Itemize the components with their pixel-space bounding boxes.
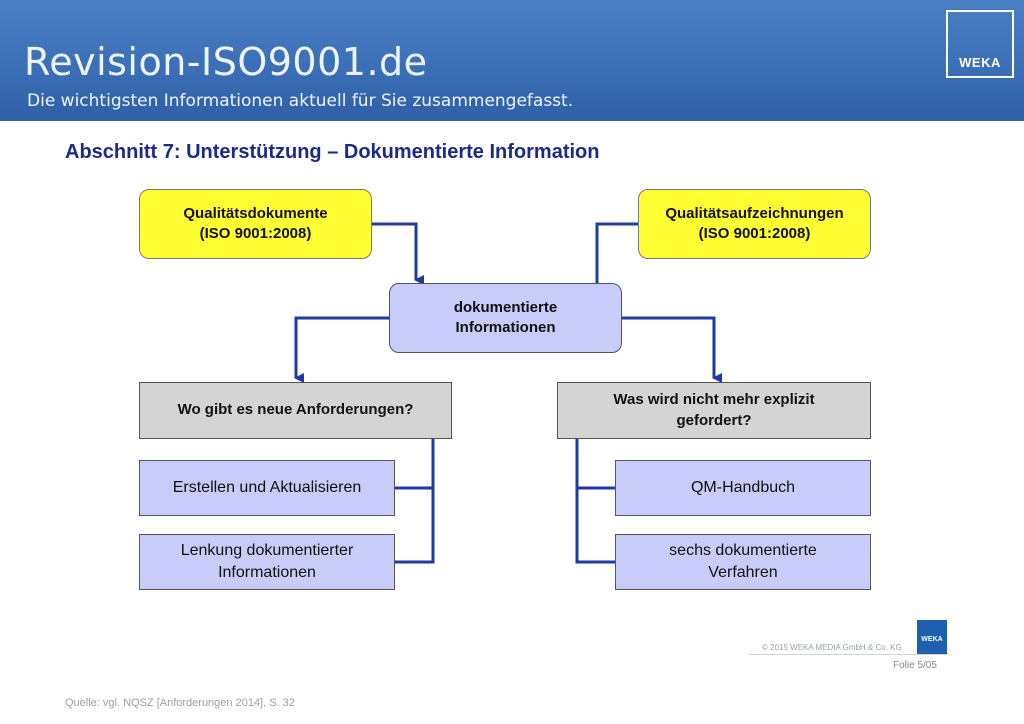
right-item-line2: Verfahren [708, 564, 778, 581]
slide-label: Folie [893, 660, 915, 671]
section-title: Abschnitt 7: Unterstützung – Dokumentier… [65, 141, 600, 163]
no-longer-required-line1: Was wird nicht mehr explizit [613, 391, 815, 409]
no-longer-required-header: Was wird nicht mehr explizit gefordert? [557, 382, 871, 439]
copyright-text: © 2015 WEKA MEDIA GmbH & Co. KG [762, 643, 902, 652]
new-requirements-label: Wo gibt es neue Anforderungen? [177, 401, 414, 419]
connector-center-to-right [622, 316, 722, 383]
footer-logo-text: WEKA [921, 636, 943, 643]
weka-logo-text: WEKA [959, 55, 1001, 70]
quality-documents-box: Qualitätsdokumente (ISO 9001:2008) [139, 189, 372, 259]
documented-information-line2: Informationen [455, 319, 556, 336]
right-item-line1: QM-Handbuch [690, 479, 796, 497]
bracket-left [395, 439, 435, 564]
new-requirements-header: Wo gibt es neue Anforderungen? [139, 382, 452, 439]
quality-records-line2: (ISO 9001:2008) [698, 225, 811, 242]
left-item-create-update: Erstellen und Aktualisieren [139, 460, 395, 516]
slide-number: Folie 5/05 [893, 660, 937, 671]
quality-documents-line2: (ISO 9001:2008) [199, 225, 312, 242]
documented-information-line1: dokumentierte [453, 298, 558, 316]
left-item-line2: Informationen [218, 564, 316, 581]
footer-weka-logo: WEKA [917, 620, 947, 654]
quality-records-line1: Qualitätsaufzeichnungen [665, 204, 844, 222]
weka-logo: WEKA [946, 10, 1014, 78]
right-item-line1: sechs dokumentierte [669, 542, 817, 560]
quality-documents-line1: Qualitätsdokumente [183, 204, 328, 222]
bracket-right [575, 439, 615, 564]
source-citation: Quelle: vgl. NQSZ [Anforderungen 2014], … [65, 697, 295, 709]
connector-center-to-left [294, 316, 389, 383]
right-item-qm-handbook: QM-Handbuch [615, 460, 871, 516]
quality-records-box: Qualitätsaufzeichnungen (ISO 9001:2008) [638, 189, 871, 259]
no-longer-required-line2: gefordert? [676, 411, 752, 429]
footer-divider [749, 654, 949, 655]
header-banner: Revision-ISO9001.de Die wichtigsten Info… [0, 0, 1024, 121]
slide-number-value: 5/05 [917, 660, 937, 671]
left-item-line1: Erstellen und Aktualisieren [172, 479, 362, 497]
site-subtitle: Die wichtigsten Informationen aktuell fü… [27, 91, 574, 111]
connector-top-left-to-center [372, 222, 424, 285]
left-item-line1: Lenkung dokumentierter [180, 542, 354, 560]
site-title: Revision-ISO9001.de [24, 40, 428, 84]
connector-top-right-to-center [595, 222, 638, 283]
